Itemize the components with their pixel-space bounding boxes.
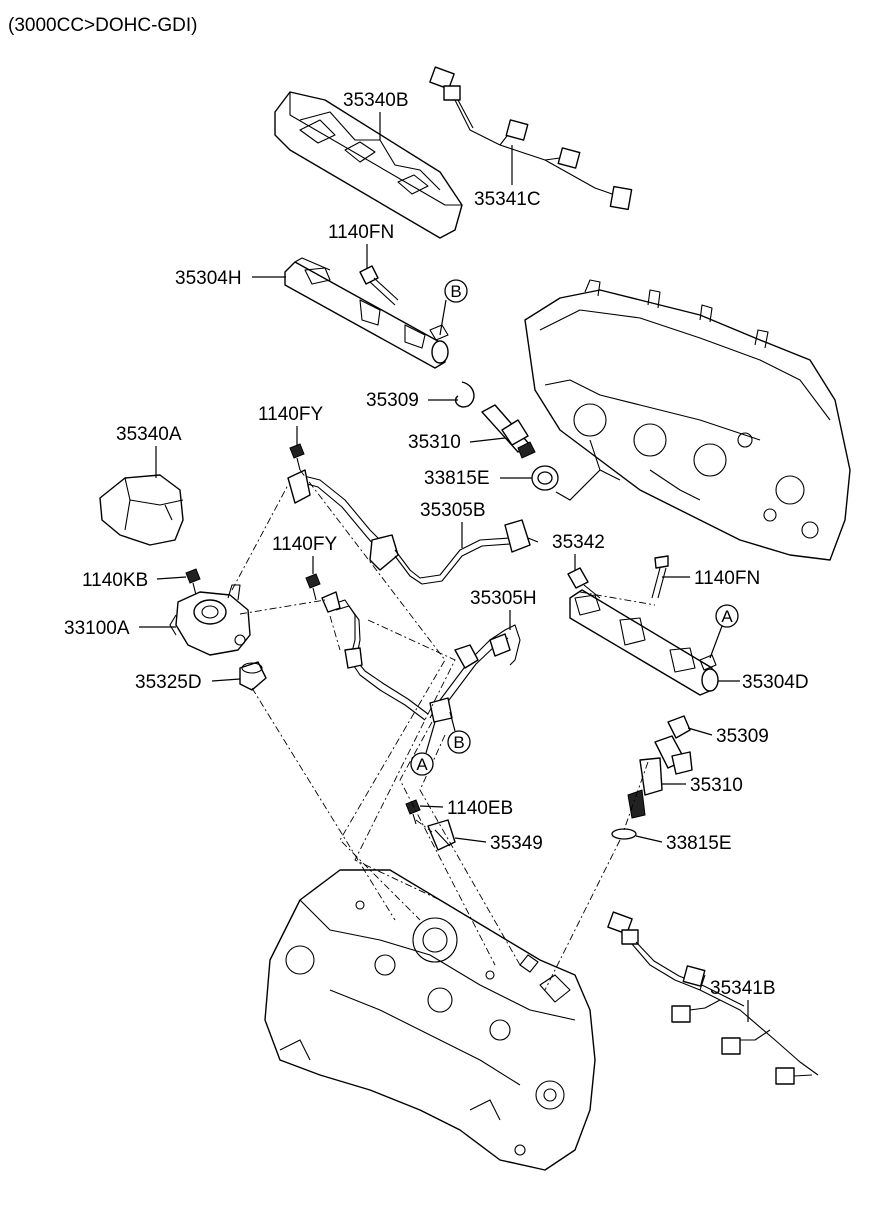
svg-text:35340A: 35340A bbox=[116, 424, 182, 445]
wiring-harness-35341B bbox=[607, 911, 819, 1085]
svg-text:35341C: 35341C bbox=[474, 189, 541, 210]
bolt-1140EB bbox=[405, 799, 421, 825]
label-35304H: 35304H bbox=[175, 268, 286, 289]
sensor-35342 bbox=[567, 567, 601, 599]
svg-text:1140KB: 1140KB bbox=[82, 570, 148, 591]
leader-to-head bbox=[555, 469, 601, 501]
engine-spec-header: (3000CC>DOHC-GDI) bbox=[8, 15, 198, 36]
fuel-pipe-35305B bbox=[287, 469, 539, 585]
label-33815E-top: 33815E bbox=[424, 468, 532, 489]
cylinder-head-lower bbox=[264, 869, 596, 1171]
svg-text:35305H: 35305H bbox=[470, 588, 537, 609]
svg-text:35325D: 35325D bbox=[135, 672, 202, 693]
seal-ring-33815E-right bbox=[611, 828, 637, 840]
tappet-35325D bbox=[239, 661, 267, 691]
svg-text:1140FN: 1140FN bbox=[328, 222, 394, 243]
svg-text:35310: 35310 bbox=[408, 432, 461, 453]
fuel-rail-35304D bbox=[569, 589, 719, 696]
svg-text:A: A bbox=[721, 607, 733, 626]
svg-text:1140EB: 1140EB bbox=[447, 798, 513, 819]
label-35325D: 35325D bbox=[135, 672, 241, 693]
svg-text:35310: 35310 bbox=[690, 775, 743, 796]
svg-text:1140FN: 1140FN bbox=[694, 568, 760, 589]
svg-text:B: B bbox=[450, 282, 461, 301]
label-1140KB: 1140KB bbox=[82, 570, 187, 591]
fuel-pipe-35305H bbox=[321, 591, 521, 723]
injector-35310-right bbox=[627, 735, 693, 819]
label-35305H: 35305H bbox=[470, 588, 537, 630]
svg-text:35309: 35309 bbox=[716, 726, 769, 747]
fuel-pump-33100A bbox=[169, 584, 251, 656]
callout-B-low: B bbox=[447, 711, 471, 754]
svg-text:A: A bbox=[416, 755, 428, 774]
label-1140FY-mid: 1140FY bbox=[272, 534, 337, 574]
cylinder-head-right bbox=[524, 279, 851, 561]
label-1140FY-top: 1140FY bbox=[258, 404, 323, 446]
label-1140FN-top: 1140FN bbox=[328, 222, 394, 268]
svg-text:35304H: 35304H bbox=[175, 268, 242, 289]
svg-text:35304D: 35304D bbox=[742, 672, 809, 693]
label-33815E-right: 33815E bbox=[635, 833, 732, 854]
pump-cover-35340A bbox=[99, 474, 184, 546]
assembly-lines bbox=[231, 469, 656, 991]
bracket-35349 bbox=[427, 819, 456, 851]
svg-text:33815E: 33815E bbox=[424, 468, 490, 489]
fuel-rail-35304H bbox=[284, 257, 449, 369]
bolt-1140FN-right bbox=[651, 555, 669, 599]
svg-text:35340B: 35340B bbox=[343, 90, 409, 111]
label-35341B: 35341B bbox=[710, 978, 776, 1022]
injector-35310-top bbox=[481, 404, 536, 459]
seal-ring-33815E-top bbox=[531, 465, 559, 491]
label-1140FN-right: 1140FN bbox=[662, 568, 760, 589]
svg-text:35309: 35309 bbox=[366, 390, 419, 411]
svg-text:35349: 35349 bbox=[490, 833, 543, 854]
label-35309-top: 35309 bbox=[366, 390, 458, 411]
label-1140EB: 1140EB bbox=[419, 798, 513, 819]
callout-B-top: B bbox=[439, 279, 468, 336]
svg-text:35305B: 35305B bbox=[420, 500, 486, 521]
wiring-harness-35341C bbox=[429, 66, 633, 211]
callout-A-low: A bbox=[410, 721, 436, 776]
label-35342: 35342 bbox=[552, 532, 605, 570]
label-33100A: 33100A bbox=[64, 618, 176, 639]
callout-A-right: A bbox=[709, 604, 739, 659]
bolt-1140FN-top bbox=[359, 265, 399, 306]
label-35309-right: 35309 bbox=[687, 726, 769, 747]
svg-text:B: B bbox=[453, 733, 464, 752]
bolt-1140KB bbox=[185, 568, 201, 596]
label-35341C: 35341C bbox=[474, 145, 541, 210]
svg-text:33815E: 33815E bbox=[666, 833, 732, 854]
svg-text:1140FY: 1140FY bbox=[272, 534, 337, 555]
label-35310-top: 35310 bbox=[408, 432, 506, 453]
label-35340B: 35340B bbox=[343, 90, 409, 140]
label-35349: 35349 bbox=[454, 833, 543, 854]
svg-text:35342: 35342 bbox=[552, 532, 605, 553]
bolt-1140FY-top bbox=[289, 443, 305, 471]
svg-text:35341B: 35341B bbox=[710, 978, 776, 999]
engine-cover-35340B bbox=[274, 91, 463, 239]
label-35305B: 35305B bbox=[420, 500, 486, 548]
clip-35309-right bbox=[667, 715, 691, 739]
label-35304D: 35304D bbox=[718, 672, 809, 693]
label-35310-right: 35310 bbox=[662, 775, 743, 796]
label-35340A: 35340A bbox=[116, 424, 182, 478]
svg-text:1140FY: 1140FY bbox=[258, 404, 323, 425]
bolt-1140FY-mid bbox=[305, 573, 321, 601]
clip-35309-top bbox=[454, 381, 475, 408]
svg-text:33100A: 33100A bbox=[64, 618, 130, 639]
